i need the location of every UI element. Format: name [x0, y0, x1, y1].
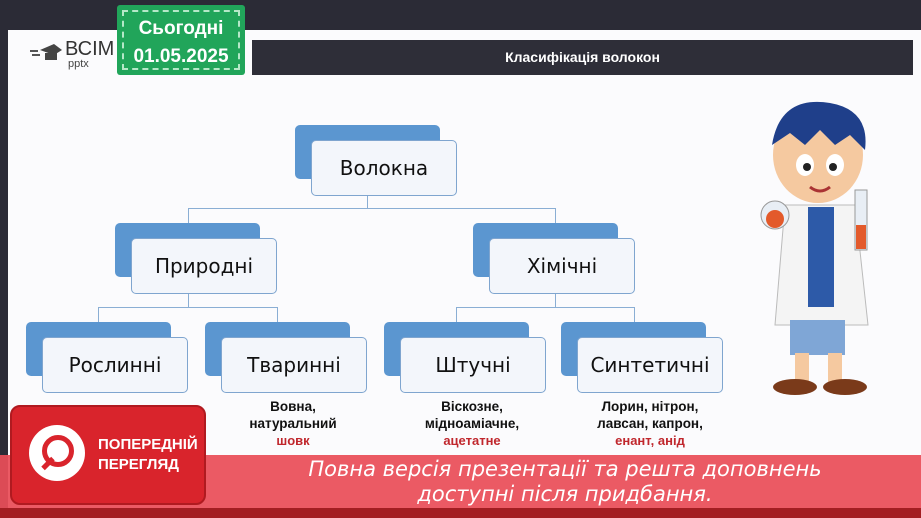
node-artificial: Штучні [384, 322, 546, 393]
logo: ВСІМ pptx [10, 38, 114, 74]
scientist-boy-illustration [760, 101, 869, 395]
desc-line: ацетатне [443, 433, 501, 448]
node-synthetic: Синтетичні [561, 322, 723, 393]
connector [555, 208, 556, 224]
preview-label: ПОПЕРЕДНІЙ ПЕРЕГЛЯД [98, 435, 198, 475]
magnifier-icon [29, 425, 85, 481]
node-fibers: Волокна [295, 125, 457, 196]
logo-subtext: pptx [68, 58, 89, 70]
desc-line: лавсан, капрон, [597, 416, 703, 431]
node-animal: Тваринні [205, 322, 367, 393]
message-line: Повна версія презентації та решта доповн… [308, 457, 822, 481]
preview-label-line: ПОПЕРЕДНІЙ [98, 436, 198, 453]
preview-label-line: ПЕРЕГЛЯД [98, 456, 179, 473]
desc-line: Вовна, [270, 399, 316, 414]
desc-line: мідноаміачне, [424, 416, 520, 431]
desc-line: енант, анід [615, 433, 685, 448]
node-label: Синтетичні [577, 337, 723, 393]
synthetic-examples: Лорин, нітрон, лавсан, капрон, енант, ан… [565, 398, 735, 449]
graduation-cap-icon [30, 44, 62, 60]
desc-line: шовк [276, 433, 310, 448]
desc-line: Лорин, нітрон, [601, 399, 699, 414]
preview-button[interactable]: ПОПЕРЕДНІЙ ПЕРЕГЛЯД [10, 405, 206, 505]
slide-title: Класифікація волокон [252, 40, 913, 75]
node-label: Штучні [400, 337, 546, 393]
connector [367, 196, 368, 209]
logo-text: ВСІМ [65, 38, 115, 60]
connector [555, 294, 556, 307]
node-natural: Природні [115, 223, 277, 294]
connector [277, 307, 278, 322]
connector [456, 307, 457, 322]
purchase-message: Повна версія презентації та решта доповн… [230, 457, 900, 507]
connector [188, 208, 556, 209]
node-label: Волокна [311, 140, 457, 196]
node-label: Рослинні [42, 337, 188, 393]
connector [634, 307, 635, 322]
node-plant: Рослинні [26, 322, 188, 393]
connector [98, 307, 99, 322]
date-text: 01.05.2025 [133, 46, 229, 67]
node-label: Тваринні [221, 337, 367, 393]
connector [188, 294, 189, 307]
connector [188, 208, 189, 224]
connector [98, 307, 277, 308]
node-label: Хімічні [489, 238, 635, 294]
desc-line: Віскозне, [441, 399, 503, 414]
connector [456, 307, 634, 308]
message-line: доступні після придбання. [417, 482, 713, 506]
date-badge: Сьогодні 01.05.2025 [117, 5, 245, 75]
desc-line: натуральний [249, 416, 337, 431]
node-label: Природні [131, 238, 277, 294]
artificial-examples: Віскозне, мідноаміачне, ацетатне [387, 398, 557, 449]
node-chemical: Хімічні [473, 223, 635, 294]
banner-bottom-strip [0, 508, 921, 518]
animal-examples: Вовна, натуральний шовк [208, 398, 378, 449]
today-label: Сьогодні [138, 18, 224, 39]
